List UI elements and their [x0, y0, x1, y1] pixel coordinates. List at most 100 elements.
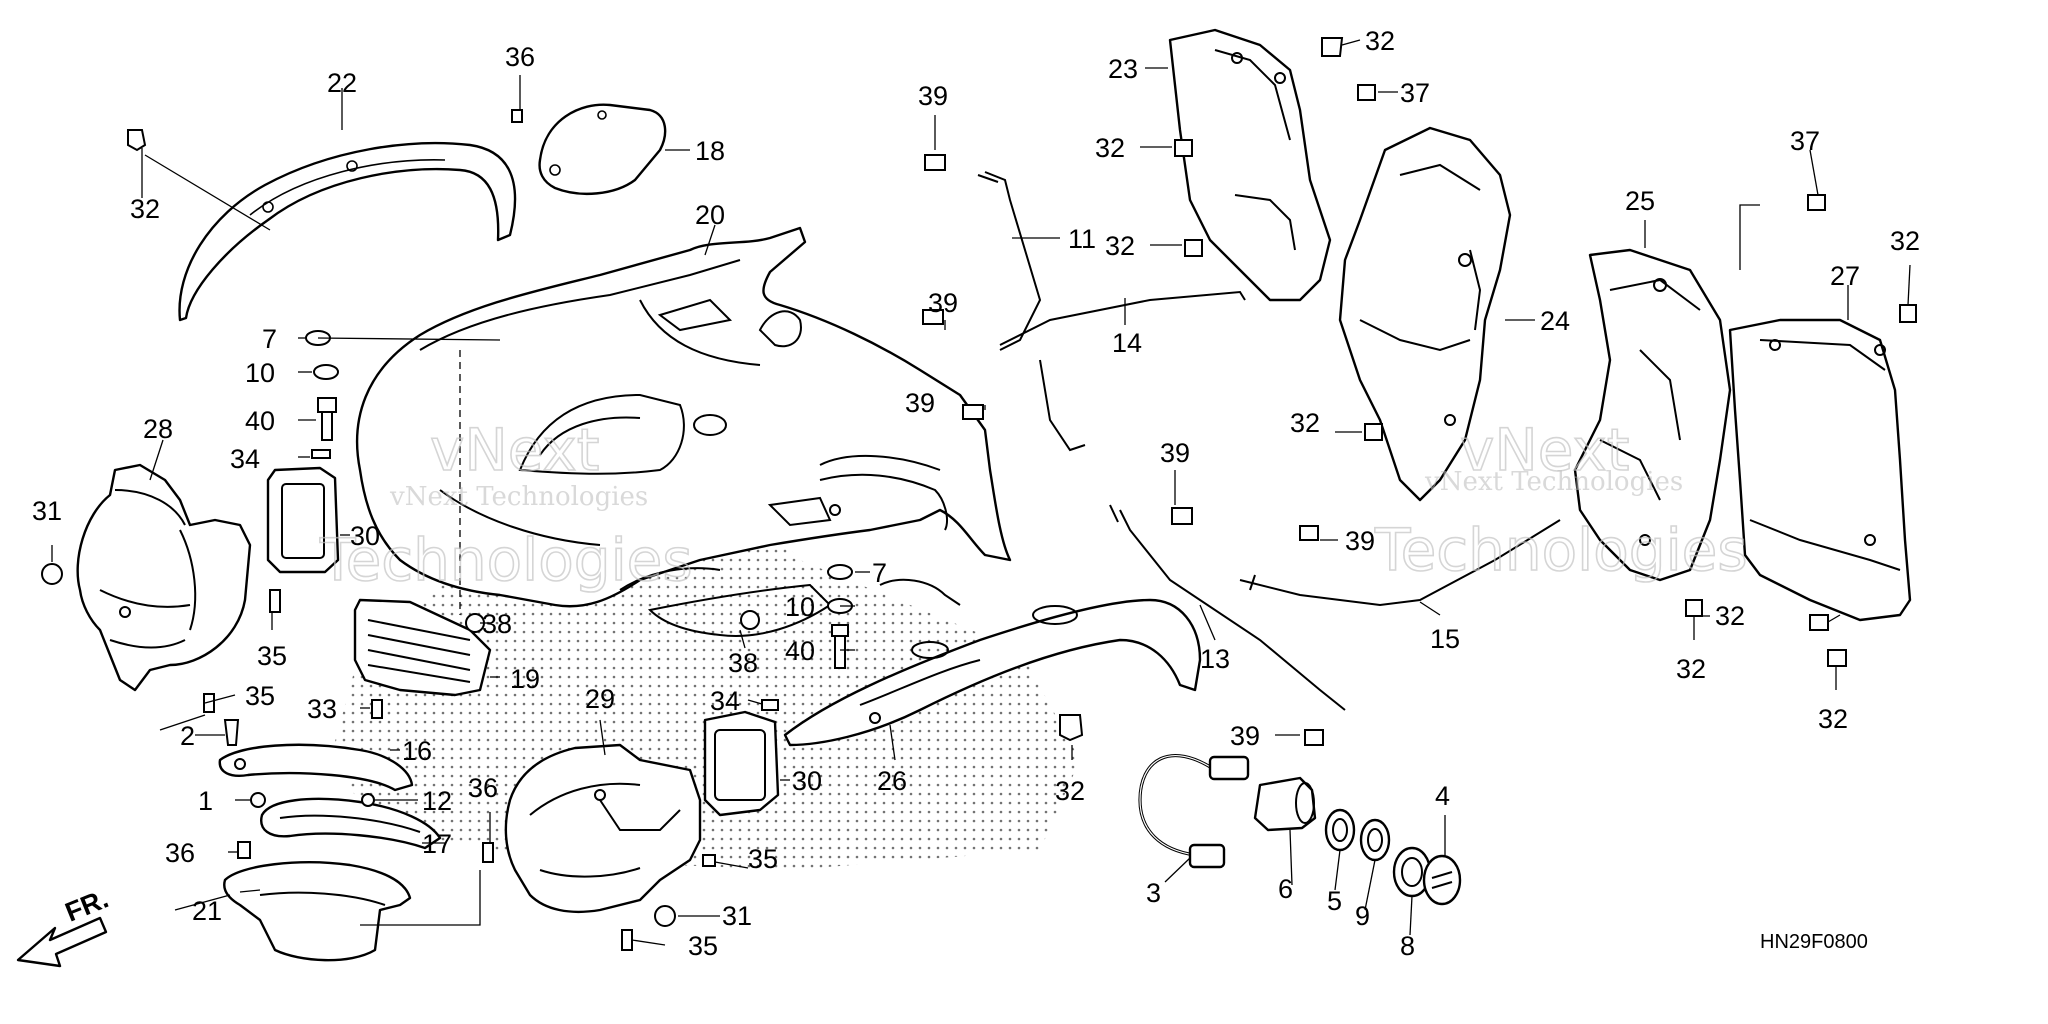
callout-10: 10 [785, 592, 815, 622]
callout-1: 1 [198, 786, 213, 816]
callout-39: 39 [1230, 721, 1260, 751]
part-9-washer[interactable] [1359, 818, 1391, 862]
callout-8: 8 [1400, 931, 1415, 961]
callout-32: 32 [1365, 26, 1395, 56]
callout-32: 32 [1290, 408, 1320, 438]
part-18-small-cover[interactable] [538, 103, 667, 196]
callout-6: 6 [1278, 874, 1293, 904]
part-15-rod[interactable] [1239, 519, 1561, 607]
part-5-nut[interactable] [1324, 808, 1356, 852]
part-14-rod[interactable] [999, 290, 1246, 452]
callout-35: 35 [257, 641, 287, 671]
callout-32: 32 [1890, 226, 1920, 256]
callout-16: 16 [402, 736, 432, 766]
callout-15: 15 [1430, 624, 1460, 654]
callout-27: 27 [1830, 261, 1860, 291]
part-25-rear-panel[interactable] [1573, 248, 1732, 582]
callout-9: 9 [1355, 901, 1370, 931]
callout-34: 34 [230, 444, 260, 474]
watermark-outline-1: vNext [430, 416, 599, 484]
callout-39: 39 [905, 388, 935, 418]
callout-23: 23 [1108, 54, 1138, 84]
watermark-text-1: vNext Technologies [389, 482, 648, 512]
callout-32: 32 [1095, 133, 1125, 163]
front-direction-marker: FR. [16, 883, 113, 968]
callout-12: 12 [422, 786, 452, 816]
callout-38: 38 [482, 609, 512, 639]
callout-33: 33 [307, 694, 337, 724]
part-23-panel[interactable] [1168, 28, 1332, 302]
callout-35: 35 [688, 931, 718, 961]
callout-17: 17 [422, 829, 452, 859]
callout-35: 35 [748, 844, 778, 874]
callout-26: 26 [877, 766, 907, 796]
part-26-front-strip[interactable] [783, 598, 1202, 747]
callout-5: 5 [1327, 886, 1342, 916]
callout-18: 18 [695, 136, 725, 166]
callout-7: 7 [872, 558, 887, 588]
callout-36: 36 [505, 42, 535, 72]
callout-3: 3 [1146, 878, 1161, 908]
floor-stipple [330, 515, 1080, 870]
callout-32: 32 [1676, 654, 1706, 684]
callout-19: 19 [510, 664, 540, 694]
callout-32: 32 [130, 194, 160, 224]
callout-36: 36 [468, 773, 498, 803]
callout-39: 39 [928, 288, 958, 318]
watermark-text-2: vNext Technologies [1424, 467, 1683, 497]
part-22-front-fender-strip[interactable] [178, 141, 517, 322]
callout-31: 31 [32, 496, 62, 526]
part-28-left-side-cover[interactable] [76, 463, 252, 692]
watermark-outline-4: Technologies [1374, 516, 1748, 584]
callout-36: 36 [165, 838, 195, 868]
callout-14: 14 [1112, 328, 1142, 358]
callout-30: 30 [350, 521, 380, 551]
watermark-outline-2: Technologies [319, 526, 693, 594]
callout-37: 37 [1400, 78, 1430, 108]
callout-28: 28 [143, 414, 173, 444]
callout-4: 4 [1435, 781, 1450, 811]
part-13-rod[interactable] [1109, 504, 1346, 711]
part-24-inner-panel[interactable] [1338, 126, 1512, 502]
part-21-under-tray[interactable] [223, 861, 412, 962]
part-11-rod[interactable] [977, 171, 1042, 351]
callout-37: 37 [1790, 126, 1820, 156]
callout-24: 24 [1540, 306, 1570, 336]
callout-25: 25 [1625, 186, 1655, 216]
watermark-outline-3: vNext [1460, 416, 1629, 484]
callout-32: 32 [1818, 704, 1848, 734]
callout-39: 39 [918, 81, 948, 111]
part-29-lower-side-cover[interactable] [504, 743, 702, 914]
front-marker-text: FR. [61, 883, 113, 927]
leader-lines [51, 39, 1911, 946]
callout-32: 32 [1055, 776, 1085, 806]
part-3-cable[interactable] [1138, 753, 1250, 869]
callout-11: 11 [1068, 224, 1096, 254]
callout-39: 39 [1160, 438, 1190, 468]
callout-35: 35 [245, 681, 275, 711]
part-6-socket[interactable] [1253, 776, 1317, 832]
callout-32: 32 [1105, 231, 1135, 261]
part-19-vent[interactable] [353, 598, 492, 697]
part-30b-duct[interactable] [703, 710, 780, 817]
part-16-bracket[interactable] [218, 743, 414, 792]
part-20-front-fender[interactable] [356, 226, 1012, 637]
callout-30: 30 [792, 766, 822, 796]
callout-31: 31 [722, 901, 752, 931]
callout-34: 34 [710, 686, 740, 716]
diagram-code: HN29F0800 [1760, 931, 1868, 953]
part-4-cap[interactable] [1422, 854, 1462, 906]
part-17-seal[interactable] [260, 797, 442, 850]
callout-21: 21 [192, 896, 222, 926]
callout-29: 29 [585, 684, 615, 714]
part-30a-duct[interactable] [266, 466, 340, 574]
callout-32: 32 [1715, 601, 1745, 631]
part-27-rear-side-panel[interactable] [1728, 318, 1912, 622]
callout-40: 40 [785, 636, 815, 666]
callout-10: 10 [245, 358, 275, 388]
callout-labels: 22 32 36 18 20 7 10 40 34 28 31 30 35 38… [32, 26, 1920, 961]
callout-2: 2 [180, 721, 195, 751]
callout-20: 20 [695, 200, 725, 230]
callout-22: 22 [327, 68, 357, 98]
